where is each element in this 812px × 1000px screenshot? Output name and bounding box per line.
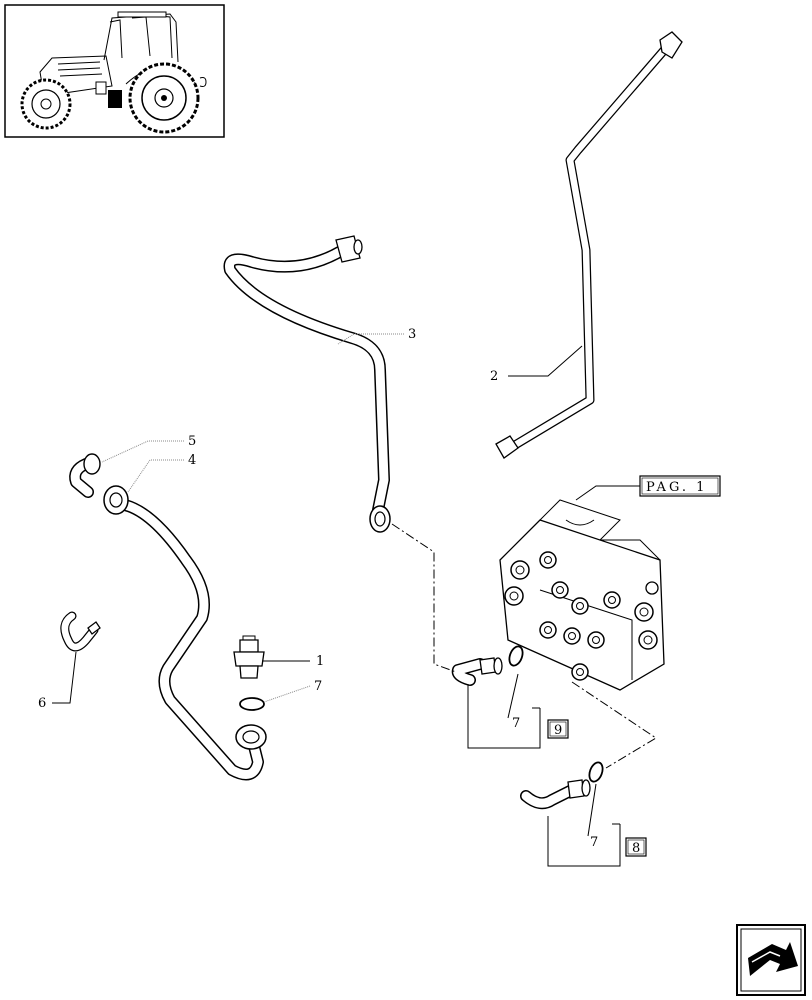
elbow-part-5 [69, 453, 101, 498]
page-ref-label: PAG. 1 [646, 480, 707, 495]
leader-4 [127, 459, 184, 493]
elbow-fitting-ref-9 [451, 645, 524, 686]
callout-6: 6 [38, 696, 46, 711]
leader-7-bottom [587, 783, 597, 837]
leader-bracket-8 [547, 816, 621, 867]
callout-3: 3 [408, 327, 416, 342]
callout-7-mid: 7 [512, 716, 520, 731]
leader-7-mid [507, 673, 519, 719]
leader-3 [337, 333, 404, 345]
elbow-fitting-ref-8 [520, 761, 604, 810]
callout-7-left: 7 [314, 679, 322, 694]
leader-2 [508, 345, 583, 377]
connection-line-ref8 [571, 681, 657, 769]
callout-2: 2 [490, 369, 498, 384]
ref-box-9-label: 9 [554, 723, 562, 738]
adapter-part-1 [233, 635, 265, 679]
ref-box-9[interactable]: 9 [547, 719, 569, 739]
callout-5: 5 [188, 434, 196, 449]
leader-6 [52, 651, 77, 704]
leader-5 [101, 440, 184, 463]
callout-7-bottom: 7 [590, 835, 598, 850]
leader-7-left [263, 685, 311, 703]
control-valve-block [499, 499, 665, 691]
o-ring-7-left [239, 697, 265, 711]
ref-box-8-label: 8 [632, 841, 640, 856]
ref-box-8[interactable]: 8 [625, 837, 647, 857]
connection-line-pipe3 [391, 523, 457, 673]
next-page-arrow-icon[interactable] [736, 924, 806, 996]
callout-4: 4 [188, 453, 196, 468]
leader-bracket-9 [467, 684, 541, 749]
callout-1: 1 [316, 654, 324, 669]
leader-pag [575, 485, 640, 501]
hose-part-6 [60, 611, 101, 652]
pipe-part-2 [495, 31, 683, 459]
tractor-thumbnail [4, 4, 225, 138]
pipe-part-3 [223, 235, 391, 533]
pipe-part-4 [103, 485, 267, 781]
page-ref-box[interactable]: PAG. 1 [639, 475, 721, 497]
